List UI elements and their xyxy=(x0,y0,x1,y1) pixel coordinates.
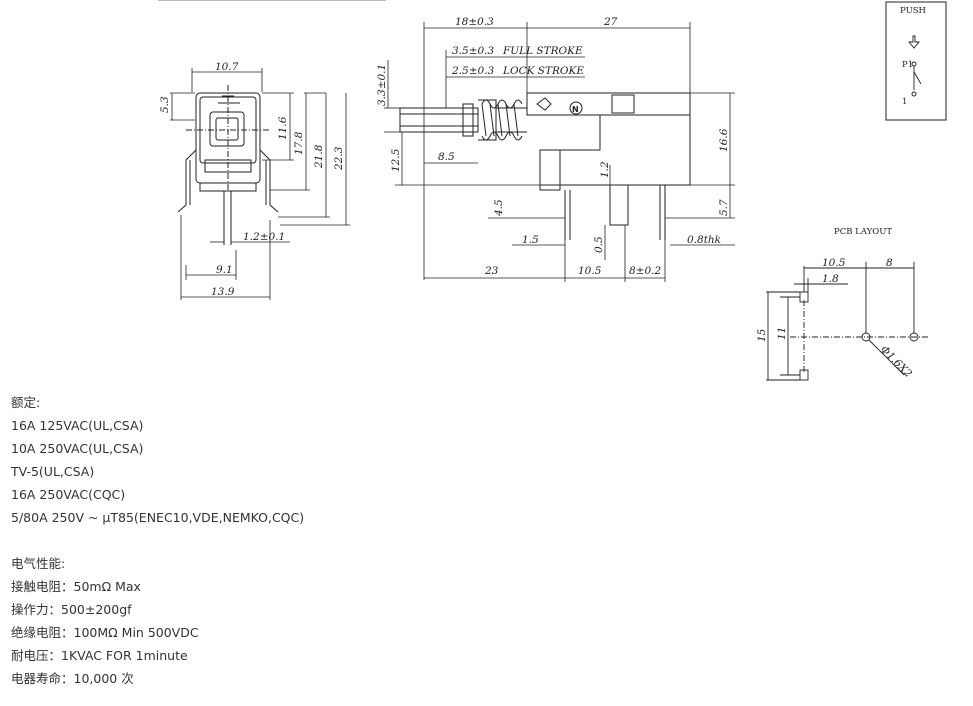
pcb-layout xyxy=(766,262,930,381)
dim-5-7: 5.7 xyxy=(718,199,730,216)
dim-0-8thk: 0.8thk xyxy=(687,234,721,246)
dim-18: 18±0.3 xyxy=(455,16,494,28)
side-view-dimensions xyxy=(384,22,735,282)
electrical-title: 电气性能: xyxy=(11,556,66,571)
electrical-line: 接触电阻：50mΩ Max xyxy=(11,579,141,594)
rating-title: 额定: xyxy=(11,395,41,410)
rating-line: 10A 250VAC(UL,CSA) xyxy=(11,441,144,456)
dim-width-10-7: 10.7 xyxy=(215,61,239,73)
dim-12-5: 12.5 xyxy=(390,148,402,172)
dim-full-stroke-value: 3.5±0.3 xyxy=(452,45,495,57)
dim-10-5: 10.5 xyxy=(578,265,602,277)
pcb-layout-labels: PCB LAYOUT 10.5 8 1.8 15 11 Φ1.6X2 xyxy=(756,227,914,380)
pcb-title: PCB LAYOUT xyxy=(834,227,892,237)
pcb-dim-11: 11 xyxy=(776,327,788,340)
dim-lock-stroke-label: LOCK STROKE xyxy=(502,65,584,77)
front-view-labels: 10.7 5.3 11.6 17.8 21.8 22.3 1.2±0.1 9.1… xyxy=(159,61,345,298)
rating-line: 16A 250VAC(CQC) xyxy=(11,487,126,502)
dim-22-3: 22.3 xyxy=(333,146,345,171)
dim-16-6: 16.6 xyxy=(718,128,730,152)
pcb-dim-1-8: 1.8 xyxy=(822,273,839,285)
rating-line: 5/80A 250V ~ μT85(ENEC10,VDE,NEMKO,CQC) xyxy=(11,510,305,525)
dim-full-stroke-label: FULL STROKE xyxy=(502,45,583,57)
dim-11-6: 11.6 xyxy=(277,116,289,140)
rating-line: 16A 125VAC(UL,CSA) xyxy=(11,418,144,433)
electrical-line: 操作力：500±200gf xyxy=(11,602,132,617)
dim-21-8: 21.8 xyxy=(313,144,325,169)
dim-17-8: 17.8 xyxy=(293,131,305,155)
schematic-title: PUSH xyxy=(900,6,926,16)
electrical-line: 绝缘电阻：100MΩ Min 500VDC xyxy=(11,625,199,640)
electrical-line: 电器寿命：10,000 次 xyxy=(11,671,134,686)
cert-mark-icon: N xyxy=(572,105,579,114)
spacer xyxy=(11,529,304,552)
dim-5-3: 5.3 xyxy=(159,96,171,113)
rating-line: TV-5(UL,CSA) xyxy=(11,464,95,479)
dim-lock-stroke-value: 2.5±0.3 xyxy=(451,65,495,77)
specification-text: 额定: 16A 125VAC(UL,CSA) 10A 250VAC(UL,CSA… xyxy=(11,391,304,690)
dim-23: 23 xyxy=(484,265,499,277)
front-view-dimensions xyxy=(170,68,350,300)
electrical-line: 耐电压：1KVAC FOR 1minute xyxy=(11,648,188,663)
pcb-dim-hole: Φ1.6X2 xyxy=(878,344,915,381)
dim-3-3: 3.3±0.1 xyxy=(376,64,388,106)
schematic-pin-bottom: 1 xyxy=(902,97,907,107)
front-view xyxy=(177,85,279,245)
dim-1-2: 1.2±0.1 xyxy=(243,231,285,243)
dim-27: 27 xyxy=(603,16,618,28)
dim-13-9: 13.9 xyxy=(211,286,235,298)
dim-0-5: 0.5 xyxy=(593,236,605,253)
dim-1-5: 1.5 xyxy=(522,234,539,246)
dim-9-1: 9.1 xyxy=(216,264,233,276)
side-view-labels: 18±0.3 27 3.5±0.3 FULL STROKE 2.5±0.3 LO… xyxy=(376,16,730,277)
push-arrow-icon xyxy=(908,35,920,49)
pcb-dim-10-5: 10.5 xyxy=(822,257,846,269)
dim-1-2-side: 1.2 xyxy=(599,161,611,178)
dim-8-5: 8.5 xyxy=(438,151,455,163)
schematic-pin-top: P1 xyxy=(902,60,913,70)
push-schematic: PUSH P1 1 xyxy=(885,1,947,121)
dim-4-5: 4.5 xyxy=(493,199,505,217)
pcb-dim-8: 8 xyxy=(886,257,893,269)
technical-drawing: 10.7 5.3 11.6 17.8 21.8 22.3 1.2±0.1 9.1… xyxy=(158,0,947,381)
side-view xyxy=(399,92,691,240)
dim-8-tolerance: 8±0.2 xyxy=(629,265,661,277)
pcb-dim-15: 15 xyxy=(756,328,768,342)
